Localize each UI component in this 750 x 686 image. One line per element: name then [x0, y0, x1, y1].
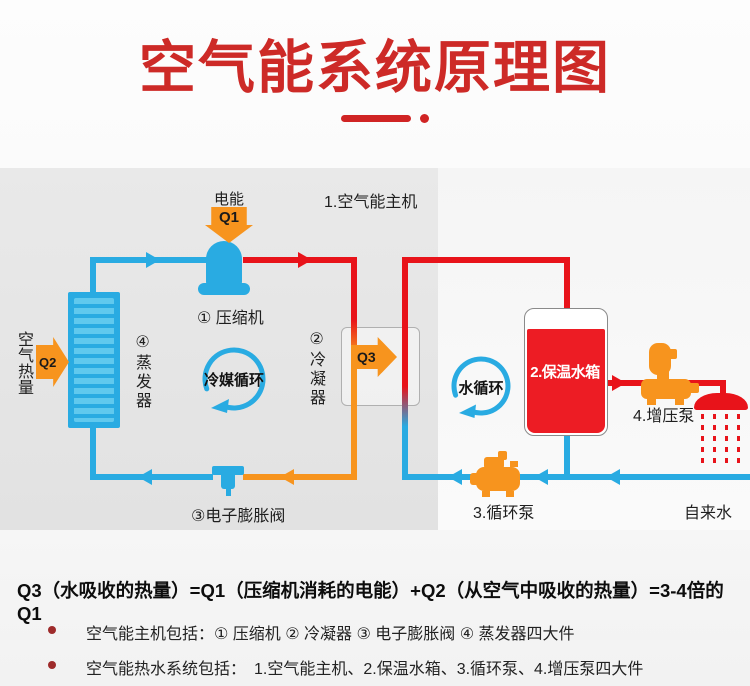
- water-tank-fill: [527, 329, 605, 433]
- expansion-valve-label: ③电子膨胀阀: [191, 508, 286, 525]
- shower-spray-icon: [701, 414, 704, 466]
- expansion-valve-stem-icon: [221, 474, 235, 489]
- flow-arrow-icon: [280, 469, 294, 485]
- pipe-tap-water-line: [402, 474, 750, 480]
- air-heat-label: 空气热量: [15, 331, 32, 395]
- title-underline-dot: [420, 114, 429, 123]
- title-underline-dash: [341, 115, 411, 122]
- electric-energy-label: 电能: [213, 191, 244, 208]
- shower-spray-icon: [725, 414, 728, 466]
- energy-formula: Q3（水吸收的热量）=Q1（压缩机消耗的电能）+Q2（从空气中吸收的热量）=3-…: [17, 580, 724, 624]
- flow-arrow-icon: [448, 469, 462, 485]
- water-cycle-arrow-icon: [451, 356, 511, 418]
- flow-arrow-icon: [606, 469, 620, 485]
- booster-pump-icon: [641, 343, 699, 405]
- pipe-tank-inlet-vertical: [564, 257, 570, 313]
- pipe-condenser-to-tank: [402, 257, 570, 263]
- bullet-hot-water-system: 空气能热水系统包括： 1.空气能主机、2.保温水箱、3.循环泵、4.增压泵四大件: [86, 661, 644, 678]
- evaporator-icon: [68, 292, 120, 428]
- bullet-dot: [48, 626, 56, 634]
- q1-label: Q1: [218, 209, 239, 226]
- bullet-main-unit: 空气能主机包括：① 压缩机 ② 冷凝器 ③ 电子膨胀阀 ④ 蒸发器四大件: [86, 626, 575, 643]
- pipe-shower-vertical: [720, 380, 726, 398]
- water-cycle-label: 水循环: [458, 380, 504, 397]
- tap-water-label: 自来水: [684, 505, 733, 522]
- shower-spray-icon: [737, 414, 740, 466]
- page-title: 空气能系统原理图: [139, 36, 611, 100]
- pipe-evaporator-bottom-vertical: [90, 425, 96, 480]
- refrigerant-cycle-label: 冷媒循环: [203, 372, 264, 389]
- evaporator-fins-icon: [74, 298, 114, 422]
- expansion-valve-icon: [212, 466, 244, 475]
- compressor-label: ① 压缩机: [197, 310, 264, 327]
- flow-arrow-icon: [298, 252, 312, 268]
- main-unit-label: 1.空气能主机: [324, 194, 418, 211]
- bullet-dot: [48, 661, 56, 669]
- circulation-pump-label: 3.循环泵: [473, 505, 535, 522]
- compressor-base-icon: [198, 283, 250, 295]
- water-tank: [524, 308, 608, 436]
- flow-arrow-icon: [612, 375, 626, 391]
- pipe-condenser-right-vertical: [402, 257, 408, 480]
- evaporator-label: ④蒸发器: [133, 332, 150, 411]
- q2-label: Q2: [39, 354, 57, 370]
- compressor-icon: [206, 241, 242, 287]
- refrigerant-cycle-arrow-icon: [202, 347, 266, 413]
- pipe-tank-bottom-vertical: [564, 430, 570, 480]
- flow-arrow-icon: [146, 252, 160, 268]
- q3-label: Q3: [357, 349, 376, 365]
- circulation-pump-icon: [470, 451, 520, 497]
- pipe-evaporator-top-vertical: [90, 257, 96, 295]
- expansion-valve-tip-icon: [226, 489, 231, 496]
- condenser-label: ②冷凝器: [307, 329, 324, 408]
- shower-spray-icon: [713, 414, 716, 466]
- flow-arrow-icon: [534, 469, 548, 485]
- shower-head-icon: [694, 393, 748, 410]
- water-tank-label: 2.保温水箱: [530, 364, 600, 381]
- booster-pump-label: 4.增压泵: [633, 408, 695, 425]
- flow-arrow-icon: [138, 469, 152, 485]
- pipe-condenser-to-valve: [243, 474, 357, 480]
